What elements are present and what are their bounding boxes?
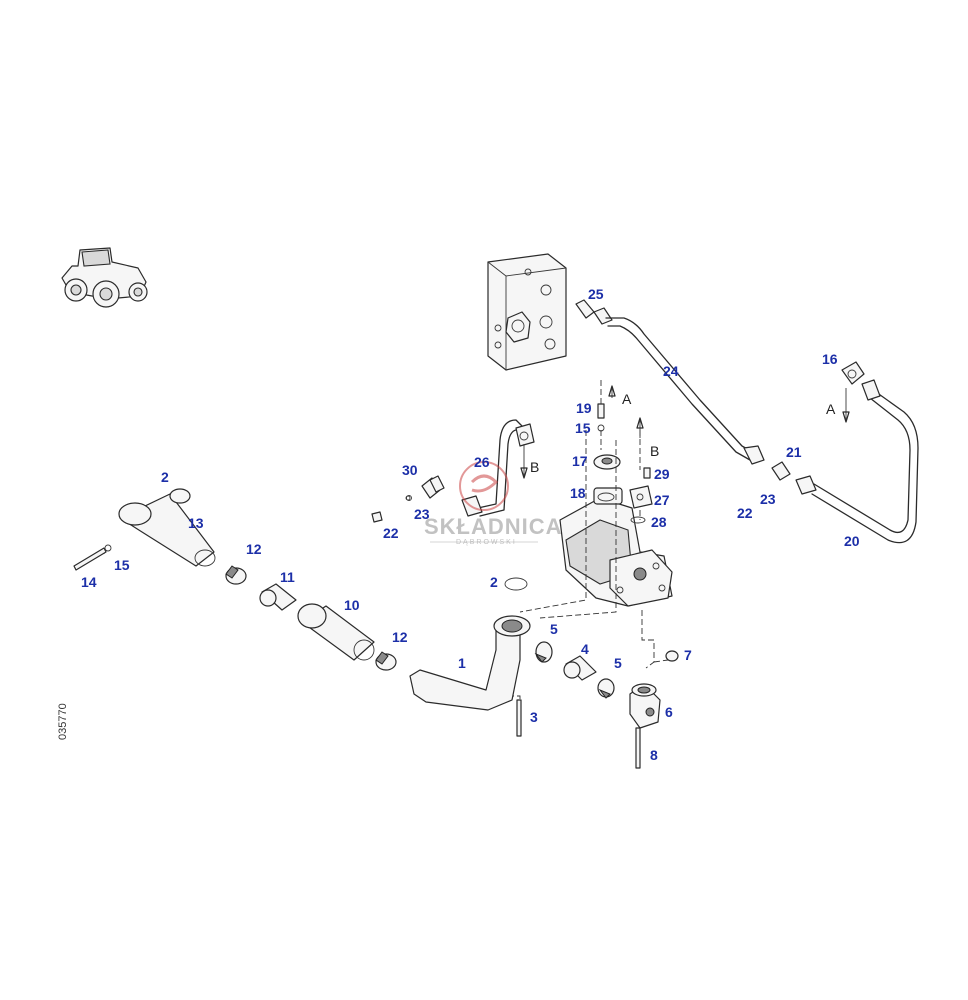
callout-12-bottom: 12	[392, 629, 408, 645]
callout-11: 11	[280, 569, 295, 585]
elbow-1	[409, 577, 531, 711]
watermark-subtitle: DĄBROWSKI	[456, 539, 517, 546]
o-ring-7	[665, 650, 679, 662]
callout-23-right: 23	[760, 491, 776, 507]
bolt-29	[643, 467, 651, 479]
bolt-14	[73, 544, 112, 571]
clamp-5b	[597, 678, 615, 699]
callout-7: 7	[684, 647, 692, 663]
callout-21: 21	[786, 444, 802, 460]
callout-10: 10	[344, 597, 360, 613]
callout-22-right: 22	[737, 505, 753, 521]
bolt-19	[597, 403, 605, 432]
callout-23-left: 23	[414, 506, 430, 522]
bolt-8	[635, 727, 641, 769]
callout-14: 14	[81, 574, 97, 590]
pipe-20	[771, 361, 919, 544]
callout-5-bottom: 5	[614, 655, 622, 671]
callout-30: 30	[402, 462, 418, 478]
callout-27: 27	[654, 492, 670, 508]
callout-24: 24	[663, 363, 679, 379]
callout-2-left: 2	[161, 469, 169, 485]
drawing-code: 035770	[57, 703, 69, 740]
flow-marker-a-pump: A	[622, 391, 632, 407]
callout-22-left: 22	[383, 525, 399, 541]
valve-block	[487, 253, 567, 371]
tractor-icon	[61, 247, 148, 308]
flow-marker-b-pipe: B	[530, 459, 539, 475]
callout-16: 16	[822, 351, 838, 367]
callout-4: 4	[581, 641, 589, 657]
callout-6: 6	[665, 704, 673, 720]
flow-marker-a-pipe: A	[826, 401, 836, 417]
elbow-6	[629, 683, 661, 729]
watermark-brand: SKŁADNICA	[424, 514, 563, 539]
watermark-logo-icon	[430, 461, 538, 543]
callout-13: 13	[188, 515, 204, 531]
clamp-5a	[534, 641, 553, 663]
callout-19: 19	[576, 400, 592, 416]
callout-8: 8	[650, 747, 658, 763]
callout-3: 3	[530, 709, 538, 725]
fitting-30	[371, 475, 445, 523]
callout-17: 17	[572, 453, 588, 469]
hose-11	[259, 583, 297, 611]
flow-marker-b-pump: B	[650, 443, 659, 459]
callout-15-pump: 15	[575, 420, 591, 436]
hose-clamp-12b	[375, 651, 397, 671]
pipe-24	[575, 299, 765, 465]
callout-28: 28	[651, 514, 667, 530]
callout-20: 20	[844, 533, 860, 549]
suction-pipe-13	[118, 488, 216, 567]
callout-15-left: 15	[114, 557, 130, 573]
callout-5-top: 5	[550, 621, 558, 637]
flow-arrows	[520, 385, 850, 479]
bolt-3	[516, 699, 522, 737]
callout-29: 29	[654, 466, 670, 482]
callout-1: 1	[458, 655, 466, 671]
callout-25: 25	[588, 286, 604, 302]
callout-2-right: 2	[490, 574, 498, 590]
callout-26: 26	[474, 454, 490, 470]
callout-18: 18	[570, 485, 586, 501]
hose-4	[563, 655, 597, 681]
hose-clamp-12a	[225, 565, 247, 585]
callout-12-top: 12	[246, 541, 262, 557]
hose-10	[297, 603, 375, 661]
